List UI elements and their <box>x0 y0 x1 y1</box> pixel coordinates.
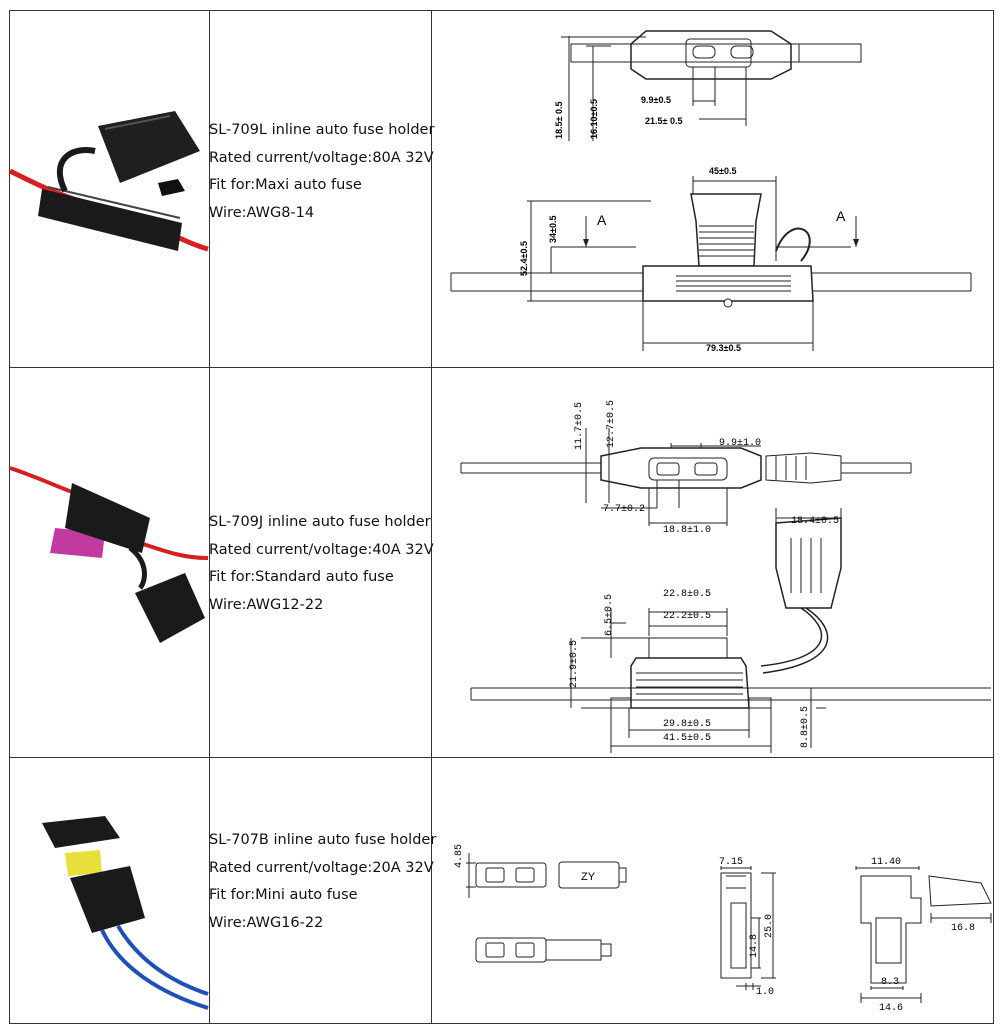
column-divider <box>431 11 432 1023</box>
dim-cap-h: 6.5±0.5 <box>604 594 615 636</box>
dim-w3: 18.8±1.0 <box>663 525 711 536</box>
dim-top-w: 45±0.5 <box>709 166 736 176</box>
fuse-fit: Fit for:Mini auto fuse <box>209 887 358 903</box>
product-photo-sl707b <box>10 758 209 1023</box>
rated-current-voltage: Rated current/voltage:80A 32V <box>209 149 434 166</box>
dim-w2: 7.7±0.2 <box>603 504 645 515</box>
rated-current-voltage: Rated current/voltage:40A 32V <box>209 541 434 558</box>
product-photo-sl709l <box>8 11 209 366</box>
column-divider <box>209 11 210 1023</box>
row-divider <box>10 757 993 758</box>
dim-wire-h: 8.8±0.5 <box>800 706 811 748</box>
dim-w3: 11.40 <box>871 857 901 868</box>
wire-gauge: Wire:AWG16-22 <box>209 914 324 931</box>
dim-w2: 1.0 <box>756 987 774 998</box>
spec-cell-sl707b: SL-707B inline auto fuse holder Rated cu… <box>209 758 436 1023</box>
section-marker-right: A <box>836 208 846 224</box>
dim-total-h: 52.4±0.5 <box>519 241 529 276</box>
dim-top-h2: 16.10±0.5 <box>589 99 599 139</box>
dim-h1: 11.7±0.5 <box>574 402 585 450</box>
dim-base-w2: 41.5±0.5 <box>663 733 711 744</box>
dim-h1: 4.85 <box>454 844 465 868</box>
model-name: SL-707B inline auto fuse holder <box>209 832 437 848</box>
fuse-fit: Fit for:Standard auto fuse <box>209 569 394 585</box>
dim-top-w1: 22.8±0.5 <box>663 589 711 600</box>
fuse-fit: Fit for:Maxi auto fuse <box>209 177 362 193</box>
wire-gauge: Wire:AWG12-22 <box>209 596 324 613</box>
wire-gauge: Wire:AWG8-14 <box>209 204 315 221</box>
dim-w1: 9.9±1.0 <box>719 438 761 449</box>
section-marker-left: A <box>597 212 607 228</box>
drawing-sl707b: 4.85 ZY 7.15 14.8 25.0 1.0 11.40 16.8 8.… <box>431 758 993 1023</box>
model-name: SL-709J inline auto fuse holder <box>209 514 431 530</box>
dim-top-h1: 18.5± 0.5 <box>554 102 564 139</box>
dim-bottom-w: 79.3±0.5 <box>706 343 741 353</box>
dim-w1: 9.9±0.5 <box>641 95 671 105</box>
dim-top-w2: 22.2±0.5 <box>663 611 711 622</box>
dim-body-h: 21.9±0.5 <box>569 640 580 688</box>
drawing-sl709l: 9.9±0.5 21.5± 0.5 18.5± 0.5 16.10±0.5 45… <box>431 11 993 366</box>
dim-w5: 8.3 <box>881 977 899 988</box>
dim-h2: 14.8 <box>749 934 760 958</box>
dim-body-h: 34±0.5 <box>548 216 558 243</box>
dim-base-w1: 29.8±0.5 <box>663 719 711 730</box>
fuse-marking: ZY <box>581 871 596 883</box>
dim-w4: 16.8 <box>951 923 975 934</box>
product-table: SL-709L inline auto fuse holder Rated cu… <box>8 10 994 1024</box>
dim-cap-w: 18.4±0.5 <box>791 516 839 527</box>
model-name: SL-709L inline auto fuse holder <box>209 122 435 138</box>
row-divider <box>10 367 993 368</box>
drawing-sl709j: 9.9±1.0 7.7±0.2 18.8±1.0 11.7±0.5 12.7±0… <box>431 368 993 756</box>
dim-h2: 12.7±0.5 <box>606 400 617 448</box>
dim-w1: 7.15 <box>719 857 743 868</box>
dim-w6: 14.6 <box>879 1003 903 1014</box>
rated-current-voltage: Rated current/voltage:20A 32V <box>209 859 434 876</box>
spec-cell-sl709j: SL-709J inline auto fuse holder Rated cu… <box>209 368 434 756</box>
spec-cell-sl709l: SL-709L inline auto fuse holder Rated cu… <box>209 11 434 366</box>
product-photo-sl709j <box>9 368 209 756</box>
dim-h3: 25.0 <box>764 914 775 938</box>
dim-w2: 21.5± 0.5 <box>645 116 682 126</box>
